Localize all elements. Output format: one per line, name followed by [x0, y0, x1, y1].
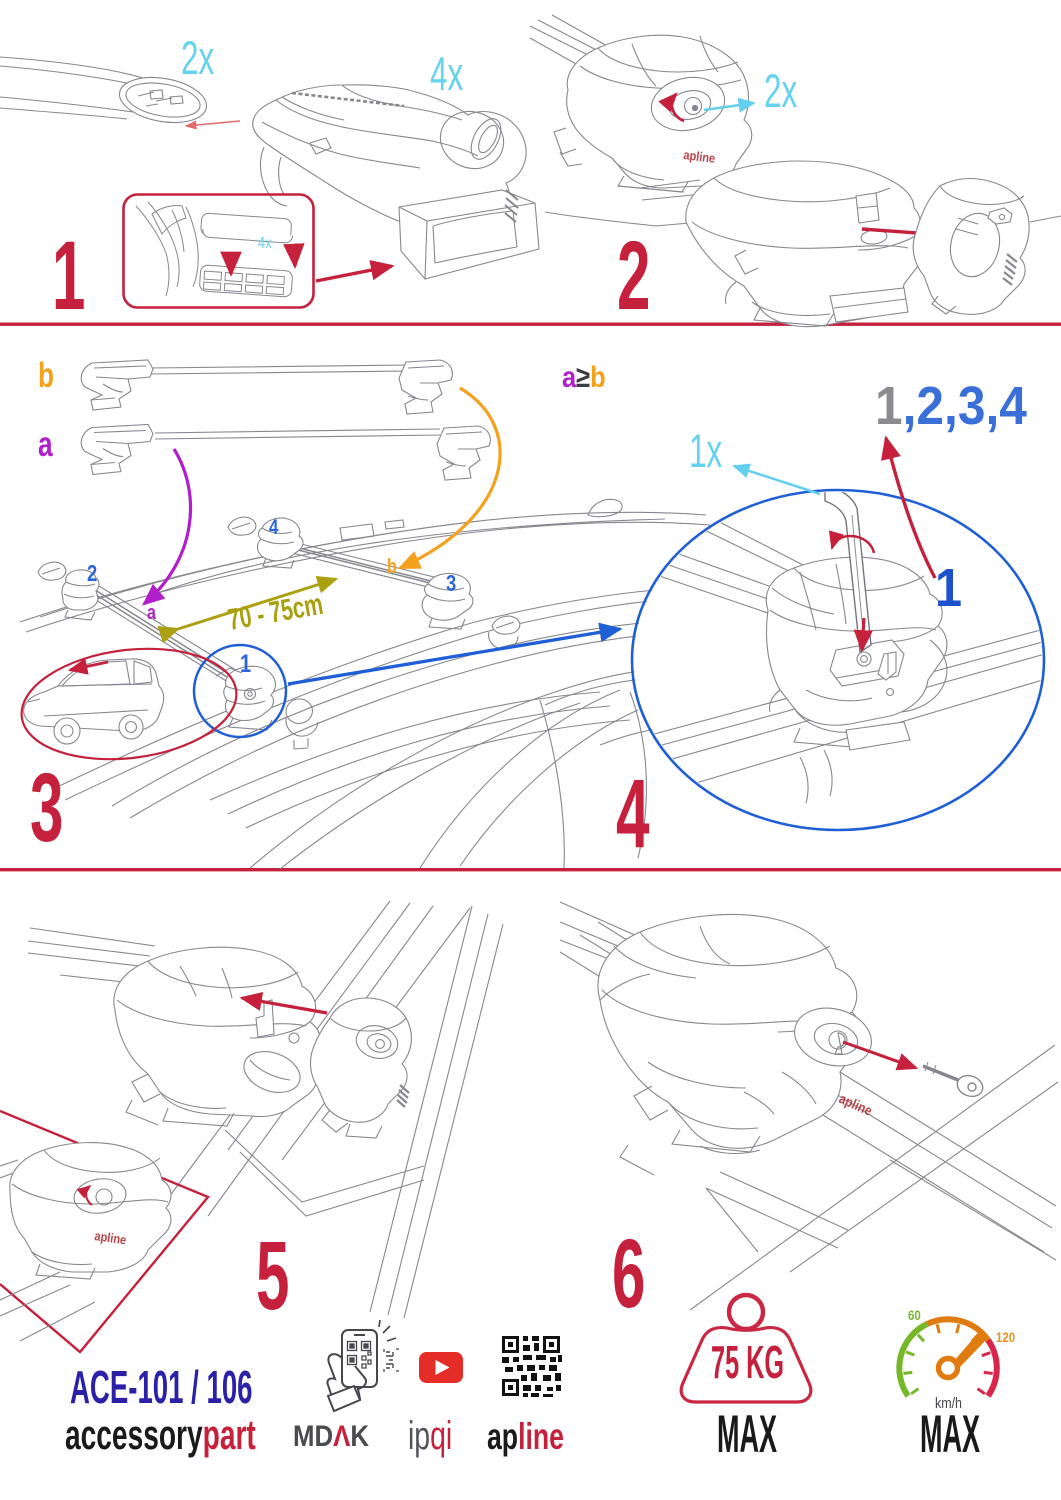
svg-text:75 KG: 75 KG: [711, 1336, 784, 1388]
svg-text:b: b: [38, 355, 54, 395]
svg-text:2: 2: [87, 561, 97, 586]
svg-text:b: b: [387, 555, 397, 577]
svg-text:a≥b: a≥b: [562, 360, 606, 393]
svg-text:apline: apline: [683, 147, 717, 166]
svg-text:4x: 4x: [258, 235, 272, 253]
svg-text:1: 1: [935, 557, 962, 618]
svg-text:apline: apline: [487, 1416, 564, 1457]
svg-text:2x: 2x: [764, 66, 797, 118]
svg-text:2: 2: [617, 222, 650, 330]
svg-text:a: a: [147, 601, 157, 623]
svg-text:4: 4: [616, 760, 650, 868]
svg-text:MAX: MAX: [717, 1404, 777, 1463]
svg-text:ipqi: ipqi: [408, 1414, 452, 1458]
svg-text:4x: 4x: [430, 49, 463, 101]
svg-text:70 - 75cm: 70 - 75cm: [226, 588, 326, 637]
svg-text:accessorypart: accessorypart: [65, 1411, 256, 1458]
svg-text:a: a: [38, 424, 53, 464]
svg-text:ACE-101 / 106: ACE-101 / 106: [70, 1363, 253, 1414]
svg-text:3: 3: [446, 571, 456, 596]
svg-text:3: 3: [30, 754, 63, 862]
svg-text:120: 120: [996, 1330, 1015, 1345]
svg-text:km/h: km/h: [935, 1395, 962, 1411]
svg-text:MDΛK: MDΛK: [293, 1419, 369, 1452]
svg-text:6: 6: [612, 1220, 645, 1328]
svg-text:4: 4: [269, 516, 279, 539]
svg-text:1: 1: [52, 222, 85, 330]
svg-text:apline: apline: [94, 1228, 128, 1247]
svg-text:60: 60: [908, 1308, 921, 1323]
svg-text:1,2,3,4: 1,2,3,4: [875, 375, 1027, 435]
svg-text:5: 5: [256, 1222, 289, 1330]
svg-text:MAX: MAX: [920, 1404, 980, 1463]
svg-text:1x: 1x: [689, 426, 722, 478]
svg-text:apline: apline: [837, 1090, 875, 1119]
svg-text:1: 1: [240, 650, 251, 678]
svg-text:2x: 2x: [181, 33, 214, 85]
